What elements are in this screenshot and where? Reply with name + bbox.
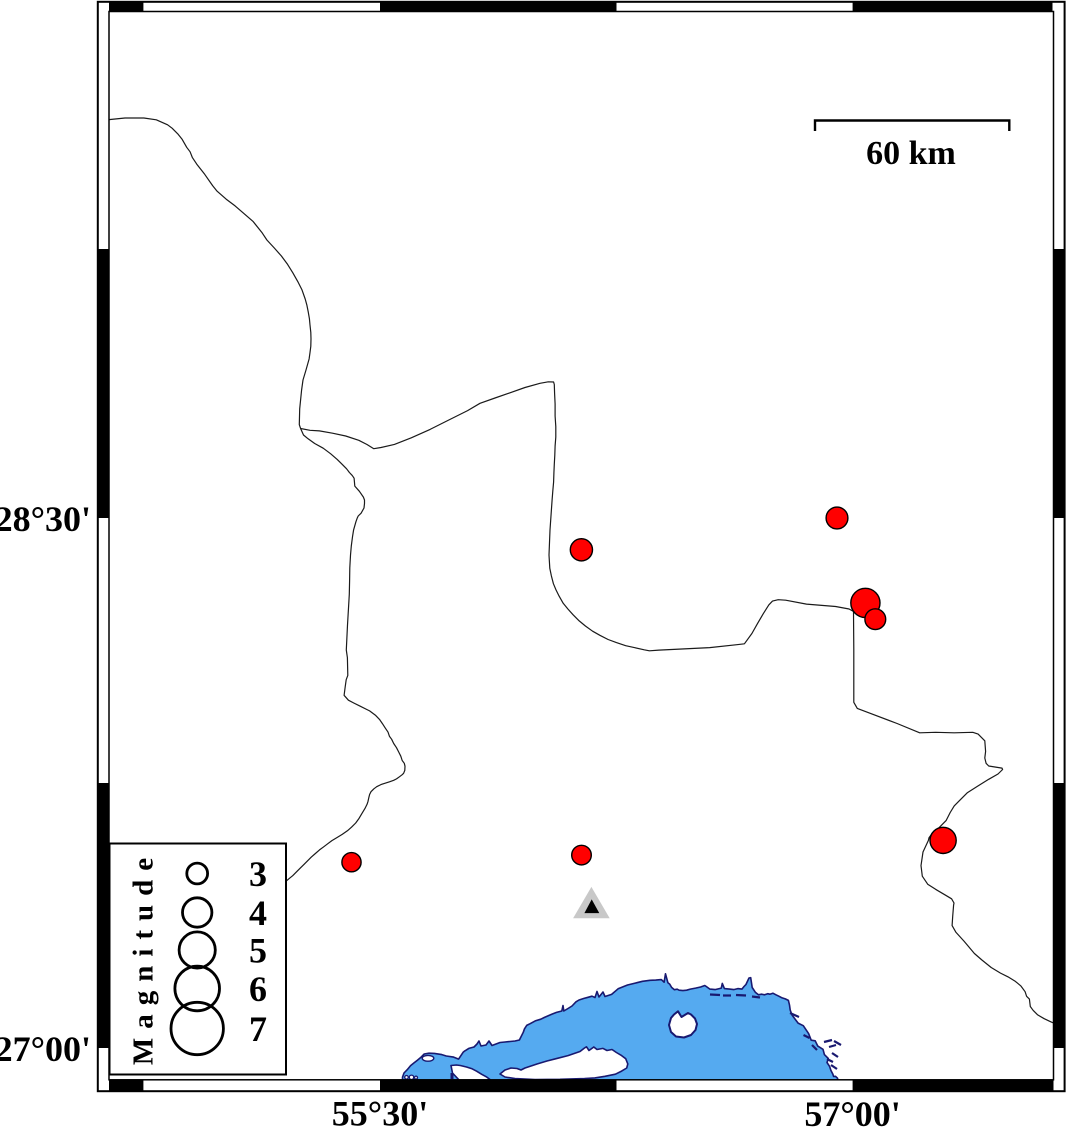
svg-text:57°00': 57°00' <box>804 1094 900 1129</box>
svg-text:3: 3 <box>249 854 267 894</box>
svg-text:6: 6 <box>249 969 267 1009</box>
svg-text:4: 4 <box>249 893 267 933</box>
svg-text:55°30': 55°30' <box>332 1094 428 1129</box>
svg-text:7: 7 <box>249 1009 267 1049</box>
svg-text:5: 5 <box>249 931 267 971</box>
svg-text:60 km: 60 km <box>866 135 956 172</box>
svg-text:Magnitude: Magnitude <box>128 849 160 1065</box>
svg-text:28°30': 28°30' <box>0 499 91 539</box>
svg-text:27°00': 27°00' <box>0 1029 91 1069</box>
